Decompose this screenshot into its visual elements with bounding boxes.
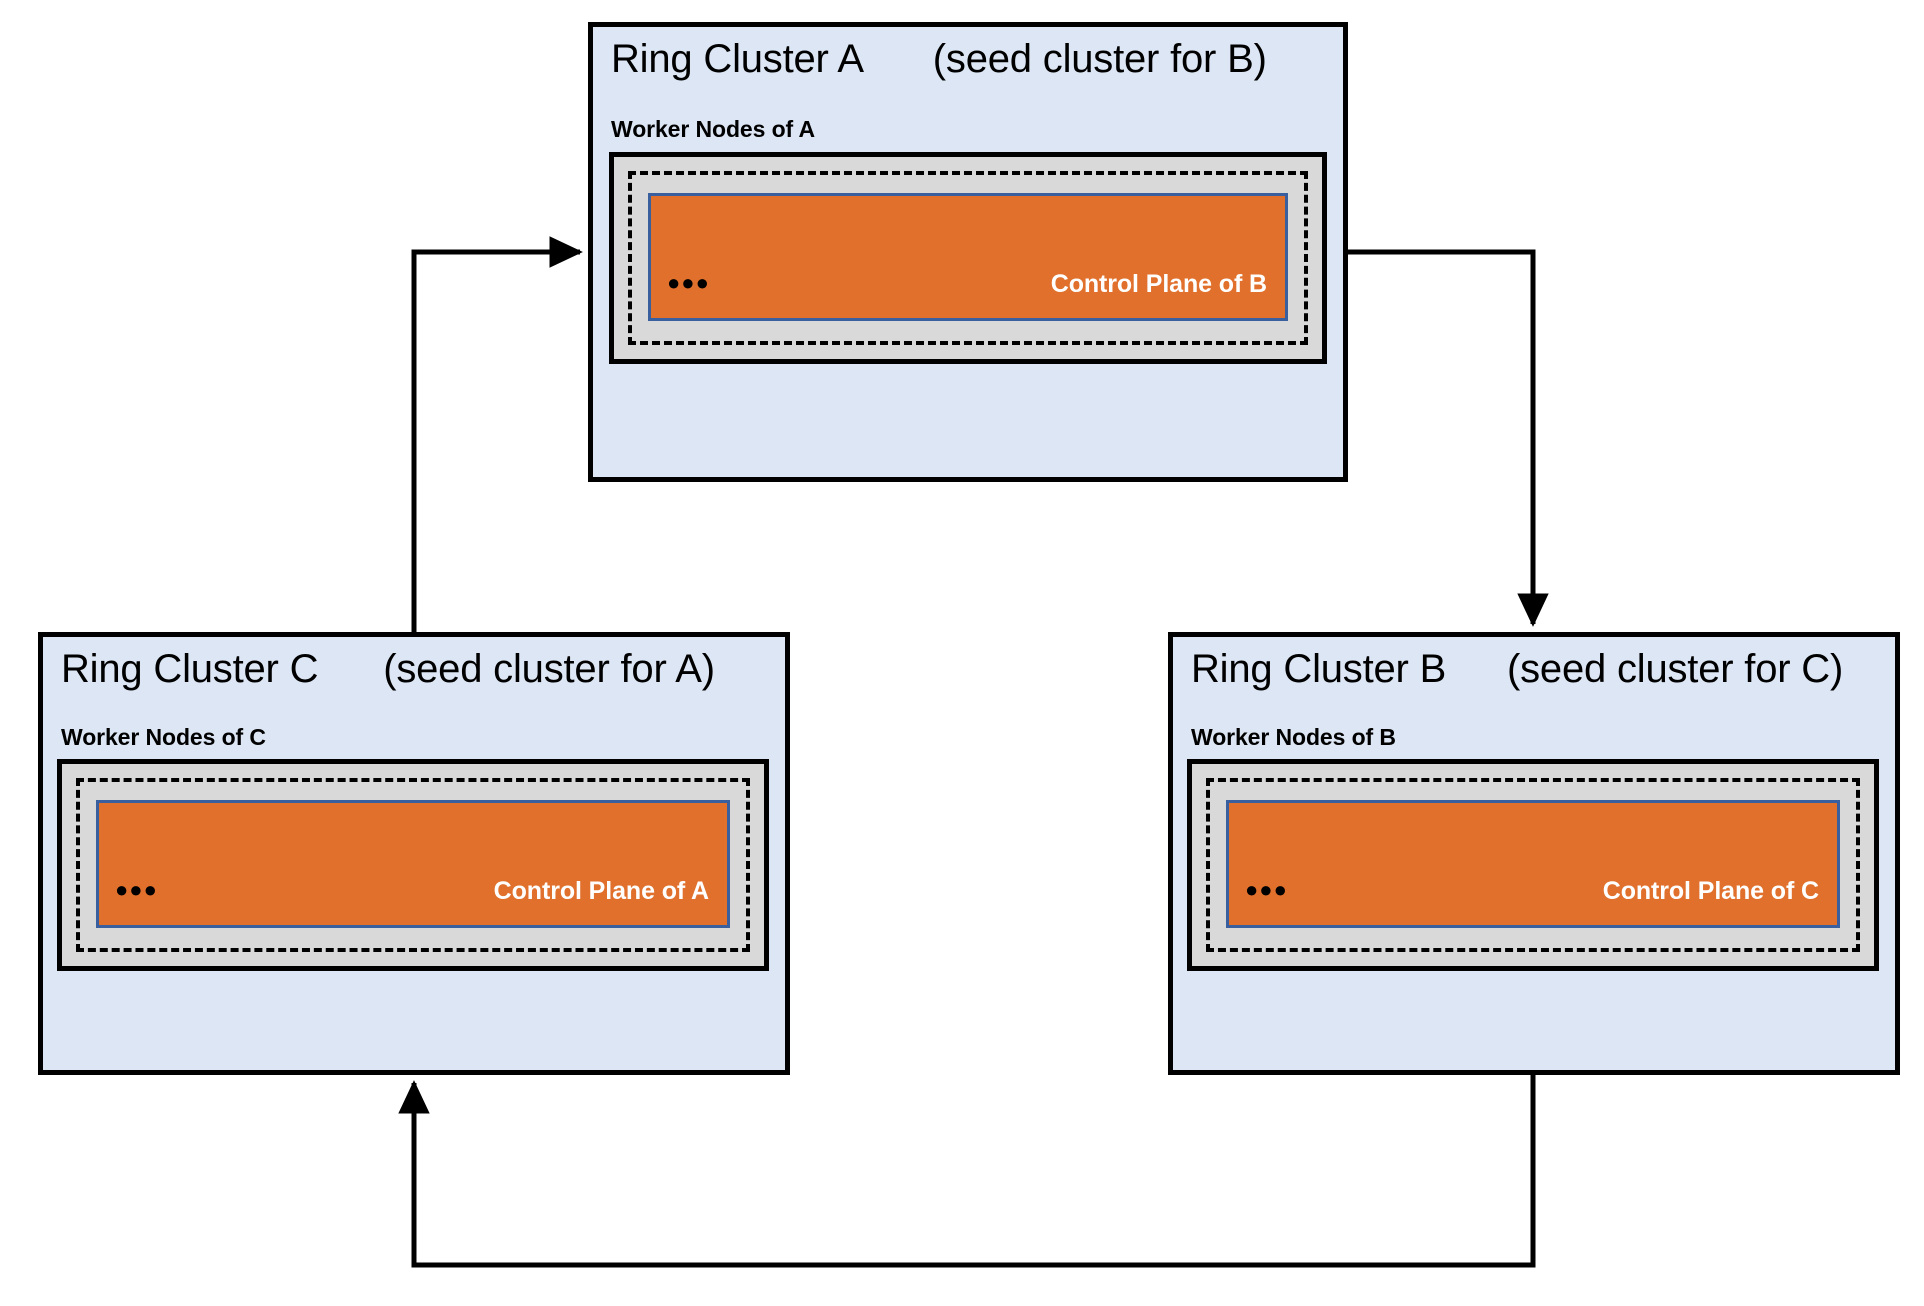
cluster-b[interactable]: Ring Cluster B (seed cluster for C) Work…: [1168, 632, 1900, 1075]
cluster-b-title-seed: (seed cluster for C): [1507, 647, 1844, 691]
cluster-c-control-plane[interactable]: ●●● Control Plane of A: [96, 800, 730, 928]
cluster-c[interactable]: Ring Cluster C (seed cluster for A) Work…: [38, 632, 790, 1075]
cluster-b-worker-label: Worker Nodes of B: [1191, 724, 1396, 750]
cluster-c-node-boundary: [76, 778, 750, 952]
arrow-c-to-a: [411, 236, 583, 632]
arrow-a-to-b: [1348, 249, 1549, 627]
cluster-c-ellipsis: ●●●: [115, 877, 158, 902]
cluster-a-title-main: Ring Cluster A: [611, 37, 864, 81]
cluster-b-title: Ring Cluster B (seed cluster for C): [1191, 645, 1843, 693]
cluster-a-control-plane-label: Control Plane of B: [1050, 270, 1267, 298]
cluster-b-worker-box[interactable]: ●●● Control Plane of C: [1187, 759, 1879, 971]
cluster-a-node-boundary: [628, 171, 1308, 345]
cluster-a-control-plane[interactable]: ●●● Control Plane of B: [648, 193, 1288, 321]
cluster-b-title-main: Ring Cluster B: [1191, 647, 1447, 691]
cluster-c-worker-box[interactable]: ●●● Control Plane of A: [57, 759, 769, 971]
cluster-c-title-seed: (seed cluster for A): [383, 647, 715, 691]
cluster-b-node-boundary: [1206, 778, 1860, 952]
cluster-a-worker-box[interactable]: ●●● Control Plane of B: [609, 152, 1327, 364]
cluster-b-control-plane-label: Control Plane of C: [1602, 877, 1819, 905]
cluster-b-ellipsis: ●●●: [1245, 877, 1288, 902]
cluster-a[interactable]: Ring Cluster A (seed cluster for B) Work…: [588, 22, 1348, 482]
arrow-b-to-c: [398, 1075, 1536, 1268]
cluster-c-control-plane-label: Control Plane of A: [493, 877, 709, 905]
cluster-a-ellipsis: ●●●: [667, 270, 710, 295]
cluster-a-title-seed: (seed cluster for B): [932, 37, 1267, 81]
cluster-a-title: Ring Cluster A (seed cluster for B): [611, 35, 1267, 83]
cluster-c-worker-label: Worker Nodes of C: [61, 724, 266, 750]
cluster-b-control-plane[interactable]: ●●● Control Plane of C: [1226, 800, 1840, 928]
cluster-a-worker-label: Worker Nodes of A: [611, 116, 816, 142]
cluster-c-title: Ring Cluster C (seed cluster for A): [61, 645, 715, 693]
cluster-c-title-main: Ring Cluster C: [61, 647, 319, 691]
